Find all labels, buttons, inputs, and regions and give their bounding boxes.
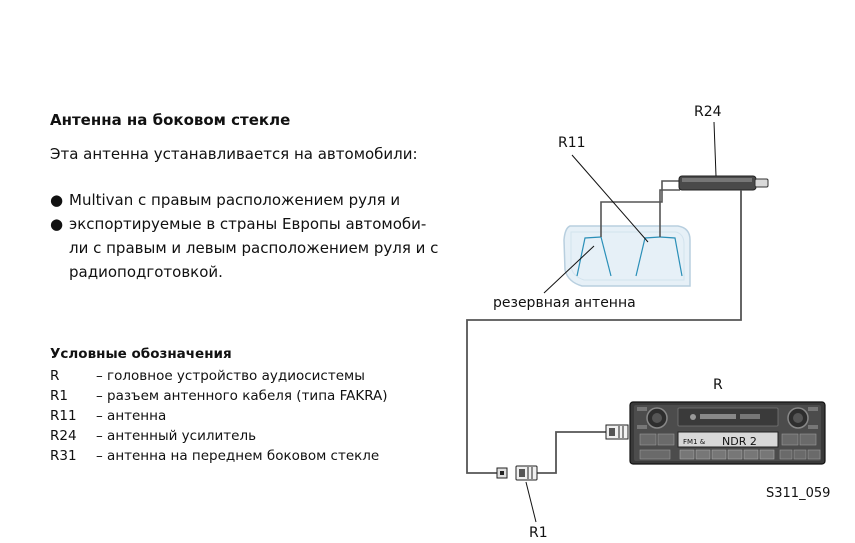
radio-cable <box>537 431 606 474</box>
label-r24: R24 <box>694 104 722 120</box>
main-antenna-wire-b <box>659 236 683 277</box>
feed-cable <box>600 180 680 237</box>
label-r11: R11 <box>558 135 586 151</box>
legend-code: R1 <box>50 388 68 404</box>
legend-row: R – головное устройство аудиосистемы <box>50 366 388 386</box>
list-item-text: экспортируемые в страны Европы автомоби- <box>69 215 427 233</box>
list-item: ● экспортируемые в страны Европы автомоб… <box>50 212 438 284</box>
radio-display <box>677 431 779 448</box>
radio-antenna-plug <box>605 424 629 440</box>
section-heading: Антенна на боковом стекле <box>50 111 291 129</box>
list-item-text: ли с правым и левым расположением руля и… <box>69 239 439 257</box>
legend-row: R11 – антенна <box>50 406 388 426</box>
label-r1: R1 <box>529 525 548 541</box>
legend-code: R24 <box>50 428 77 444</box>
fakra-connector <box>496 465 538 481</box>
antenna-amplifier <box>678 175 769 191</box>
head-unit <box>629 401 826 465</box>
window-inner-edge <box>570 231 685 281</box>
legend-desc: – антенна на переднем боковом стекле <box>96 448 380 464</box>
legend-code: R31 <box>50 448 77 464</box>
list-item-text: радиоподготовкой. <box>69 263 223 281</box>
reserve-antenna-wire-b <box>600 236 612 277</box>
radio-display-prefix: FM1 & <box>683 438 706 446</box>
legend-row: R1 – разъем антенного кабеля (типа FAKRA) <box>50 386 388 406</box>
legend-desc: – антенна <box>96 408 167 424</box>
side-window-glass <box>563 225 691 287</box>
legend-row: R24 – антенный усилитель <box>50 426 388 446</box>
leader-line-r24 <box>713 121 717 177</box>
bullet-icon: ● <box>50 215 64 233</box>
legend-code: R <box>50 368 60 384</box>
label-r: R <box>713 377 723 393</box>
leader-line-r11 <box>571 154 649 243</box>
legend-desc: – антенный усилитель <box>96 428 257 444</box>
bullet-icon: ● <box>50 191 64 209</box>
list-item: ● Multivan с правым расположением руля и <box>50 188 438 212</box>
leader-line-reserve <box>543 245 595 294</box>
legend-title: Условные обозначения <box>50 346 232 362</box>
window-pane <box>563 225 691 287</box>
leader-line-r1 <box>525 481 537 523</box>
legend-desc: – разъем антенного кабеля (типа FAKRA) <box>96 388 388 404</box>
intro-text: Эта антенна устанавливается на автомобил… <box>50 145 418 163</box>
feed-cable-2 <box>659 189 680 237</box>
list-item-text: Multivan с правым расположением руля и <box>69 191 401 209</box>
radio-display-text: NDR 2 <box>722 435 757 448</box>
legend: R – головное устройство аудиосистемы R1 – … <box>50 366 388 466</box>
legend-code: R11 <box>50 408 77 424</box>
legend-row: R31 – антенна на переднем боковом стекле <box>50 446 388 466</box>
legend-desc: – головное устройство аудиосистемы <box>96 368 365 384</box>
label-reserve-antenna: резервная антенна <box>493 295 636 311</box>
reserve-antenna-wire <box>576 236 602 277</box>
figure-code: S311_059 <box>766 486 830 501</box>
vehicle-list: ● Multivan с правым расположением руля и… <box>50 188 438 284</box>
main-antenna-cable <box>466 190 742 474</box>
